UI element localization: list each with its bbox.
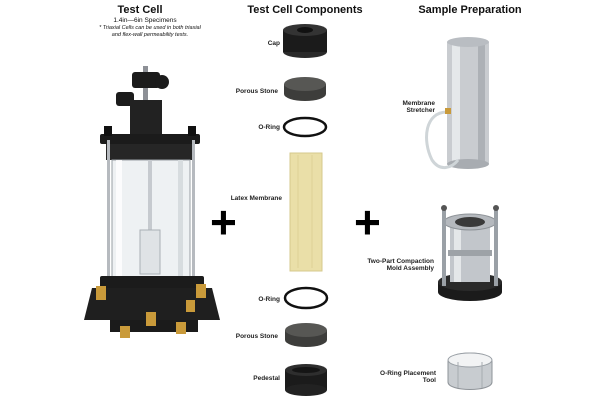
label-pedestal: Pedestal <box>253 375 280 382</box>
label-cap: Cap <box>267 40 280 47</box>
sample-prep-title: Sample Preparation <box>418 4 522 16</box>
label-porous-stone-bottom: Porous Stone <box>235 333 278 340</box>
test-cell-note: * Triaxial Cells can be used in both tri… <box>99 25 201 38</box>
label-o-ring-top: O-Ring <box>258 124 280 131</box>
label-membrane-stretcher: Membrane Stretcher <box>402 100 435 114</box>
plus-sign-left: + <box>210 196 237 248</box>
test-cell-title: Test Cell <box>117 4 163 16</box>
label-o-ring-bottom: O-Ring <box>258 296 280 303</box>
test-cell-subtitle: 1.4in—6in Specimens <box>113 17 177 24</box>
label-o-ring-placement-tool: O-Ring Placement Tool <box>380 370 436 384</box>
label-latex-membrane: Latex Membrane <box>230 195 282 202</box>
plus-sign-right: + <box>354 196 381 248</box>
label-compaction-mold: Two-Part Compaction Mold Assembly <box>367 258 434 272</box>
components-title: Test Cell Components <box>247 4 363 16</box>
label-porous-stone-top: Porous Stone <box>235 88 278 95</box>
